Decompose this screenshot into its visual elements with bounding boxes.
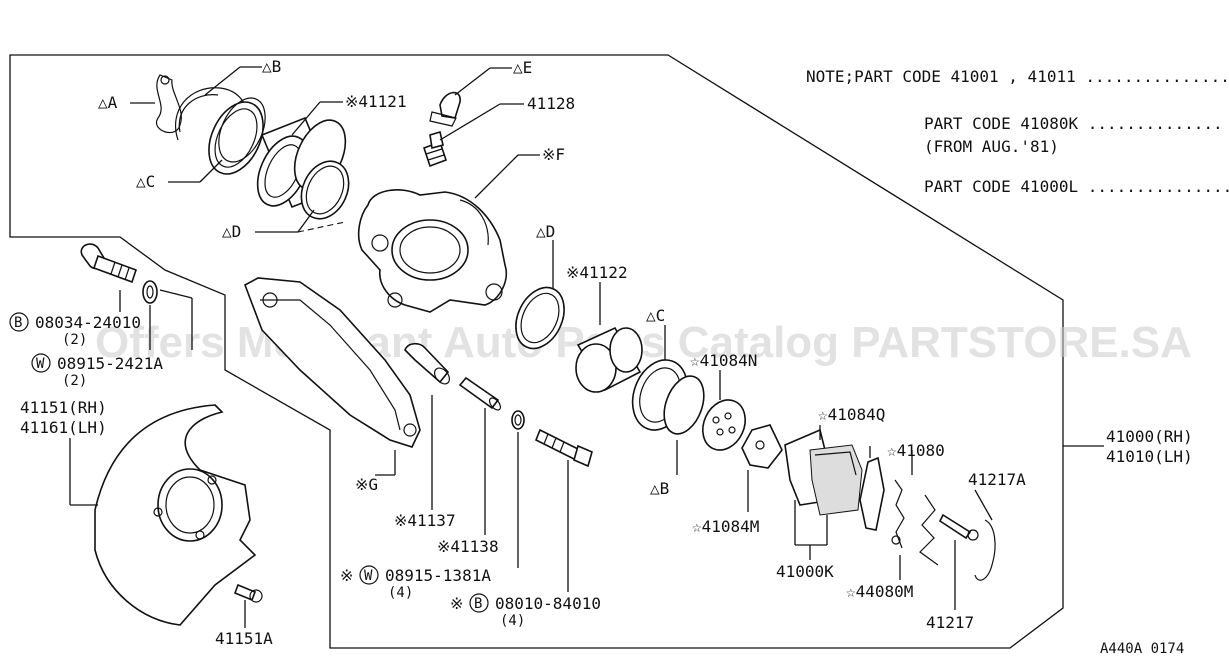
label-41000k: 41000K [776, 562, 834, 581]
label-08034-qty: (2) [62, 332, 87, 348]
seal-d-right-part [515, 286, 565, 350]
circle-w-1 [31, 353, 51, 373]
label-41122: ※41122 [566, 263, 628, 282]
label-circle-b-2: B [474, 596, 482, 612]
label-circle-b-1: B [14, 315, 22, 331]
seal-d-part [300, 160, 350, 220]
bolt-08034-part [80, 243, 138, 284]
note-line-3: (FROM AUG.'81) [924, 137, 1059, 156]
label-41084n: ☆41084N [690, 351, 757, 370]
leader-lines [69, 66, 993, 628]
label-delta-d-right: △D [536, 222, 555, 241]
label-41138: ※41138 [437, 537, 499, 556]
label-g: ※G [355, 475, 378, 494]
label-41217: 41217 [926, 613, 974, 632]
ring-b-right-part [663, 375, 705, 435]
label-41080: ☆41080 [887, 441, 945, 460]
label-delta-a: △A [98, 93, 118, 112]
circle-b-1 [9, 312, 29, 332]
label-41000-rh: 41000(RH) [1106, 427, 1193, 446]
label-delta-c-right: △C [646, 306, 665, 325]
label-delta-d-left: △D [222, 222, 241, 241]
label-41161-lh: 41161(LH) [20, 418, 107, 437]
label-circle-w-2: W [364, 568, 373, 584]
label-08034-24010: 08034-24010 [35, 313, 141, 332]
washer-08915-1381A-part [511, 410, 525, 430]
label-08010-84010: 08010-84010 [495, 594, 601, 613]
spring-41080-part [919, 494, 939, 566]
label-star-b-2: ※ [450, 594, 463, 613]
label-delta-b-top: △B [262, 57, 281, 76]
label-41217a: 41217A [968, 470, 1026, 489]
circle-w-2 [359, 565, 379, 585]
pin-41138-part [458, 376, 502, 411]
label-delta-e: △E [513, 58, 532, 77]
caliper-body-f-part [357, 189, 507, 313]
circle-b-2 [469, 593, 489, 613]
label-star-w-2: ※ [340, 566, 353, 585]
label-f: ※F [542, 145, 565, 164]
part-labels: △A △B △C △D ※41121 △E 41128 ※F △D ※41122… [9, 57, 1193, 657]
label-41121: ※41121 [345, 92, 407, 111]
clip-41217a-part [974, 519, 996, 581]
label-circle-w-1: W [36, 356, 45, 372]
note-line-2: PART CODE 41080K .............. ☆ [924, 114, 1229, 133]
screw-41151a-part [233, 583, 263, 603]
washer-08915-2421A-part [142, 280, 158, 304]
label-41128: 41128 [527, 94, 575, 113]
torque-member-g-part [244, 277, 421, 448]
label-08915-1381a-qty: (4) [388, 585, 413, 601]
label-41084m: ☆41084M [692, 517, 759, 536]
note-line-1: NOTE;PART CODE 41001 , 41011 ...........… [806, 67, 1229, 86]
shim-41084q-part [859, 456, 885, 531]
shim-41084n-part [702, 399, 746, 451]
label-08915-2421a-qty: (2) [62, 373, 87, 389]
pin-41217-part [938, 513, 979, 541]
label-delta-b-right: △B [650, 479, 669, 498]
assembly-boundary [9, 54, 1064, 649]
label-08010-qty: (4) [500, 613, 525, 629]
reference-code: A440A 0174 [1100, 641, 1184, 657]
pad-41000k-part [784, 428, 863, 516]
label-41151-rh: 41151(RH) [20, 398, 107, 417]
seal-c-part [208, 97, 266, 175]
pin-41137-part [404, 342, 450, 385]
clip-44080m-part [891, 479, 905, 549]
bolt-08010-part [534, 428, 593, 468]
piston-41122-part [575, 326, 643, 393]
label-41137: ※41137 [394, 511, 456, 530]
label-41151a: 41151A [215, 629, 273, 648]
splash-shield-part [94, 404, 257, 626]
note-line-4: PART CODE 41000L ............... △ [924, 177, 1229, 196]
label-08915-2421a: 08915-2421A [57, 354, 163, 373]
label-44080m: ☆44080M [846, 582, 913, 601]
label-41010-lh: 41010(LH) [1106, 447, 1193, 466]
boot-clip-part [155, 74, 182, 134]
bleeder-41128-part [422, 130, 448, 168]
label-41084q: ☆41084Q [818, 405, 885, 424]
label-08915-1381a: 08915-1381A [385, 566, 491, 585]
cap-e-part [429, 91, 461, 127]
label-delta-c-left: △C [136, 172, 155, 191]
shim-41084m-part [741, 424, 783, 469]
